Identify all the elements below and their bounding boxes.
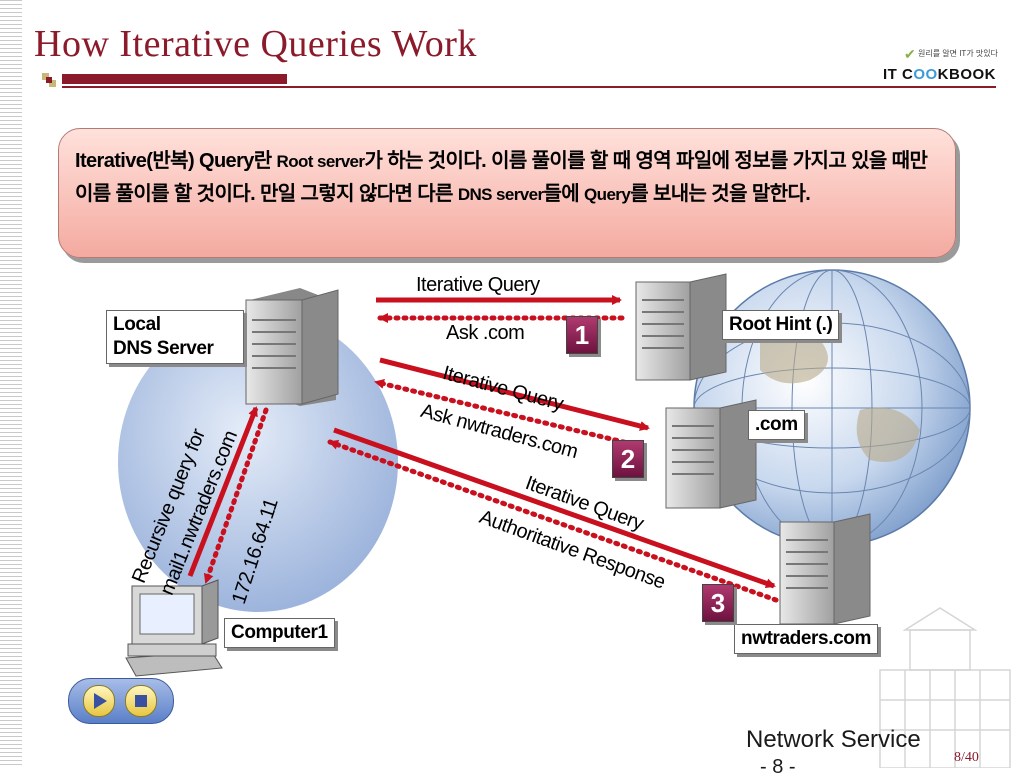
it-cookbook-logo: ✔ 원리를 알면 IT가 맛있다 IT COOKBOOK [870, 46, 998, 88]
page-number: 8/40 [954, 750, 979, 765]
arrow-reply [203, 407, 269, 585]
step-badge-1: 1 [566, 316, 598, 354]
arrow-a2 [373, 379, 643, 449]
play-icon [94, 693, 107, 709]
definition-text: Iterative(반복) Query란 Root server가 하는 것이다… [75, 150, 928, 205]
arrow-a3 [327, 439, 779, 603]
nwtraders-label: nwtraders.com [734, 624, 878, 654]
logo-tagline: 원리를 알면 IT가 맛있다 [917, 49, 998, 58]
stop-button[interactable] [125, 685, 157, 717]
slide-title: How Iterative Queries Work [34, 23, 477, 65]
check-icon: ✔ [904, 46, 916, 62]
step-badge-2: 2 [612, 440, 644, 478]
step-badge-3: 3 [702, 584, 734, 622]
checker-bullet-icon [42, 73, 56, 87]
logo-brand: IT COOKBOOK [882, 66, 996, 83]
local-dns-server-label: Local DNS Server [106, 310, 244, 364]
title-underline [62, 86, 996, 88]
definition-callout: Iterative(반복) Query란 Root server가 하는 것이다… [58, 128, 956, 258]
root-server-icon [635, 273, 727, 381]
arrow-q2 [379, 357, 650, 431]
computer-icon [125, 579, 223, 677]
q1-label: Iterative Query [416, 274, 540, 296]
local-dns-server-icon [245, 288, 339, 406]
computer1-label: Computer1 [224, 618, 335, 648]
decorative-stripe [0, 0, 22, 768]
play-button[interactable] [83, 685, 115, 717]
arrow-recursive [187, 406, 259, 577]
com-label: .com [748, 410, 805, 440]
a1-label: Ask .com [446, 322, 525, 344]
building-watermark [879, 607, 1011, 768]
stop-icon [135, 695, 147, 707]
title-accent-bar [62, 74, 287, 84]
arrow-q3 [333, 427, 776, 589]
media-controls [68, 678, 174, 724]
root-hint-label: Root Hint (.) [722, 310, 840, 340]
footer-title: Network Service [746, 726, 921, 753]
com-server-icon [665, 399, 757, 509]
nwtraders-server-icon [779, 513, 871, 625]
